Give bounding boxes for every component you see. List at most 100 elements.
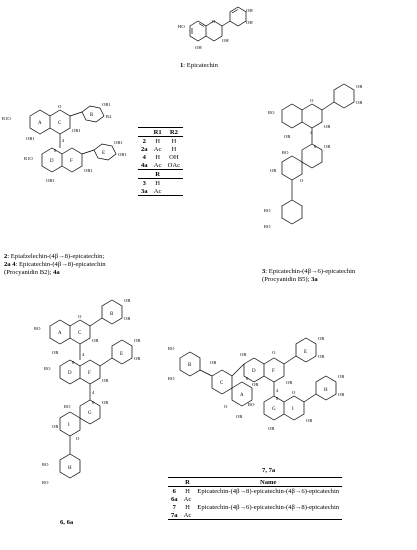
label [194,511,342,520]
t1-h0 [138,128,151,137]
label: OR [338,392,345,397]
label: OR [92,338,99,343]
e-or1: OR1 [114,140,123,145]
label: Ac [153,187,162,195]
ring-b-label: B [90,113,94,118]
label: H [171,137,177,145]
label: 4 [92,390,95,395]
label: OAc [167,161,181,169]
label: OR [134,356,141,361]
label: F [272,369,275,374]
label: OR [102,378,109,383]
e-or1b: OR1 [118,152,127,157]
label: E [120,352,123,357]
label: C [220,381,224,386]
label: 4 [276,388,279,393]
label: 6a [171,495,178,503]
label: 6 [172,487,176,495]
label: H [68,466,72,471]
label: RO [168,376,175,381]
label: 7a [171,511,178,519]
label: 3a [141,187,148,195]
o-label: O [58,104,62,109]
structure-compound-2: A C O B OR1 R2 R1O OR1 OR1 4 D 8 F E OR1… [2,102,127,183]
caption-compound-7: 7, 7a [262,467,276,474]
label: 4 [142,153,146,161]
label: H [185,503,190,511]
label: H [155,153,160,161]
pos-4: 4 [62,138,65,143]
label: O [76,436,80,441]
epicatechin-o: O [212,19,216,24]
label: 7 [172,503,176,511]
label: 3 [142,179,146,187]
label: OH [169,153,179,161]
label: I [68,423,70,428]
b-r2: R2 [106,114,112,119]
label: Ac [183,511,192,519]
d-or1: OR1 [46,178,55,183]
label: D [252,369,256,374]
label: H [155,179,160,187]
label: OR [240,352,247,357]
caption-compound-2: 2: Epiafzelechin-(4β→8)-epicatechin; 2a … [4,253,106,276]
label [194,495,342,503]
label: 2 [142,137,146,145]
label: RO [42,480,49,485]
epicatechin-oh-c3: OH [222,38,229,43]
c3-d-or: OR [324,144,331,149]
t1-h2: R2 [169,128,178,136]
c3-a-or: OR [284,134,291,139]
ring-c-label: C [58,121,62,126]
label [168,478,181,487]
structure-compound-6: A C O B OR OR RO OR OR 4 D 8 F E OR OR R… [34,298,141,485]
label: Epicatechin-(4β→6)-epicatechin-(4β→8)-ep… [197,503,340,511]
label: 6 [92,400,95,405]
label: I [292,407,294,412]
ring-a-label: A [38,121,42,126]
label: OR [318,336,325,341]
t1-sub-r: R [155,170,160,178]
label [165,179,183,188]
label: OR [124,316,131,321]
c3-h-ro2: RO [264,224,271,229]
ring-e-label: E [102,151,105,156]
structure-compound-7: B RO RO C A OR O OR OR D 6 F OR O E OR O… [168,336,345,431]
label: OR [52,424,59,429]
c3-b-or: OR [356,84,363,89]
label: H [171,145,177,153]
epicatechin-oh-a5: OH [195,45,202,50]
pos-8: 8 [54,148,57,153]
label: B [188,363,192,368]
label: H [155,137,160,145]
c3-f-or: OR [270,168,277,173]
c3-pos4: 4 [310,130,313,135]
caption-compound-6: 6, 6a [60,519,74,526]
d-r1o: R1O [24,156,33,161]
label: O [224,404,228,409]
label: OR [268,426,275,431]
label: RO [42,462,49,467]
ring-f-label: F [70,159,73,164]
c3-b-or2: OR [356,100,363,105]
c3-d-ro: RO [282,150,289,155]
label: RO [248,402,255,407]
label: Ac [183,495,192,503]
label: G [88,411,92,416]
label: OR [210,360,217,365]
label: H [324,388,328,393]
c3-c-or: OR [324,124,331,129]
label: RO [44,366,51,371]
c-or1: OR1 [72,128,81,133]
label: O [272,350,276,355]
c3-pos6: 6 [314,144,317,149]
label: 8 [72,360,75,365]
caption-compound-3: 3: Epicatechin-(4β→6)-epicatechin (Procy… [262,268,356,283]
b-or1: OR1 [102,102,111,107]
c3-h-ro: RO [264,208,271,213]
label: 6 [246,376,249,381]
c3-a-ro: RO [268,110,275,115]
label: O [78,314,82,319]
